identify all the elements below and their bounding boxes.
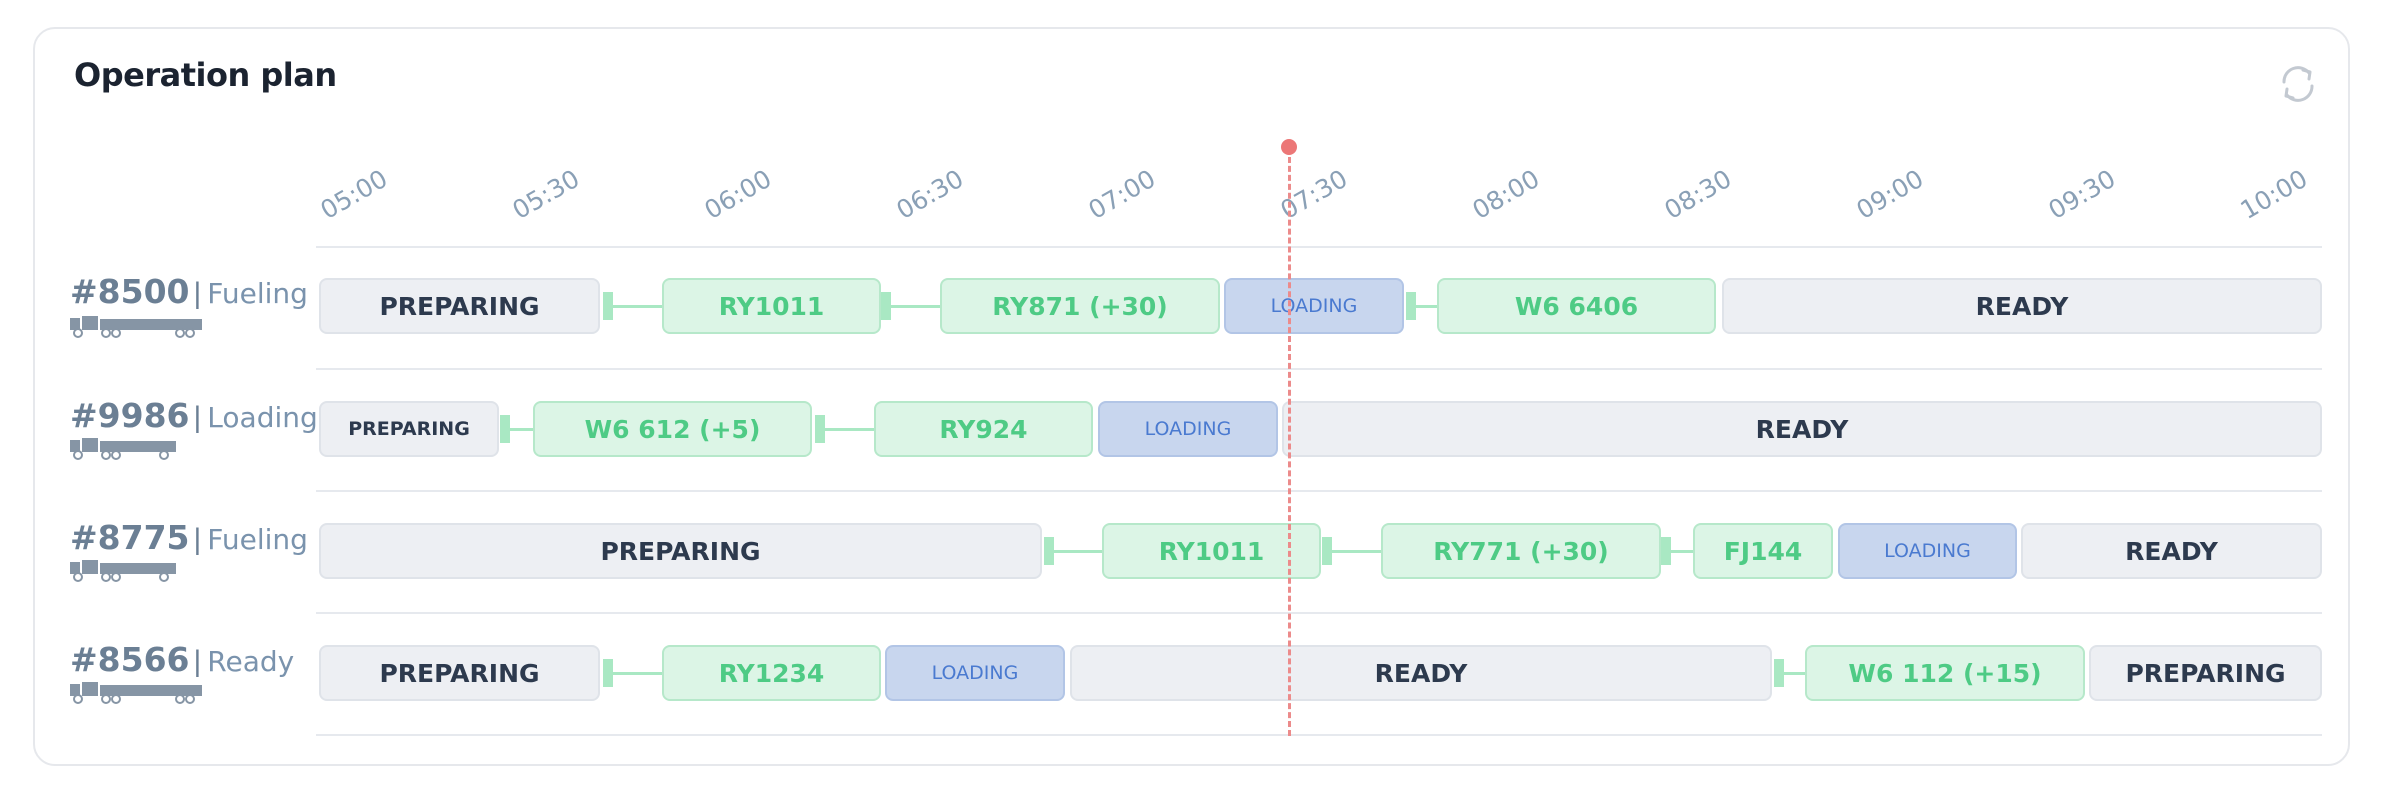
truck-id: #9986: [70, 396, 190, 435]
label-separator: |: [193, 645, 202, 678]
segment-loading[interactable]: LOADING: [1224, 278, 1404, 334]
segment-connector-cap: [1322, 537, 1332, 565]
segment-flight[interactable]: RY924: [874, 401, 1093, 457]
segment-flight[interactable]: FJ144: [1693, 523, 1833, 579]
segment-connector: [1054, 550, 1104, 553]
fuel-truck-icon: [70, 316, 202, 338]
truck-status: Fueling: [207, 523, 308, 556]
segment-connector: [825, 428, 875, 431]
row-divider: [316, 734, 2322, 736]
segment-preparing[interactable]: PREPARING: [319, 278, 600, 334]
fuel-truck-icon: [70, 560, 176, 582]
label-separator: |: [193, 401, 202, 434]
segment-flight[interactable]: RY1011: [662, 278, 881, 334]
row-divider: [316, 368, 2322, 370]
segment-preparing[interactable]: PREPARING: [319, 401, 499, 457]
segment-ready[interactable]: READY: [2021, 523, 2322, 579]
segment-connector: [1784, 672, 1806, 675]
segment-flight[interactable]: RY771 (+30): [1381, 523, 1661, 579]
segment-connector-cap: [603, 292, 613, 320]
segment-preparing[interactable]: PREPARING: [319, 645, 600, 701]
refresh-icon[interactable]: [2272, 58, 2324, 110]
truck-status: Loading: [207, 401, 318, 434]
segment-ready[interactable]: READY: [1070, 645, 1772, 701]
truck-id: #8775: [70, 518, 190, 557]
segment-connector-cap: [815, 415, 825, 443]
segment-flight[interactable]: RY871 (+30): [940, 278, 1220, 334]
row-divider: [316, 490, 2322, 492]
segment-connector-cap: [881, 292, 891, 320]
row-label-8775: #8775|Fueling: [70, 518, 308, 557]
segment-connector: [1671, 550, 1693, 553]
segment-connector-cap: [1406, 292, 1416, 320]
segment-connector-cap: [1661, 537, 1671, 565]
page-title: Operation plan: [74, 56, 337, 94]
segment-connector: [1332, 550, 1382, 553]
current-time-dot: [1281, 139, 1297, 155]
segment-connector: [613, 672, 663, 675]
label-separator: |: [193, 523, 202, 556]
row-divider: [316, 612, 2322, 614]
segment-connector-cap: [500, 415, 510, 443]
segment-loading[interactable]: LOADING: [1098, 401, 1278, 457]
segment-ready[interactable]: READY: [1282, 401, 2322, 457]
segment-connector-cap: [603, 659, 613, 687]
row-label-9986: #9986|Loading: [70, 396, 318, 435]
current-time-line: [1288, 148, 1291, 736]
truck-id: #8500: [70, 272, 190, 311]
segment-connector-cap: [1044, 537, 1054, 565]
segment-loading[interactable]: LOADING: [885, 645, 1065, 701]
truck-status: Fueling: [207, 277, 308, 310]
segment-connector-cap: [1774, 659, 1784, 687]
segment-flight[interactable]: W6 612 (+5): [533, 401, 812, 457]
row-label-8500: #8500|Fueling: [70, 272, 308, 311]
segment-flight[interactable]: W6 6406: [1437, 278, 1716, 334]
segment-preparing[interactable]: PREPARING: [2089, 645, 2322, 701]
segment-preparing[interactable]: PREPARING: [319, 523, 1042, 579]
row-divider: [316, 246, 2322, 248]
operation-plan-card: [33, 27, 2350, 766]
fuel-truck-icon: [70, 682, 202, 704]
segment-ready[interactable]: READY: [1722, 278, 2322, 334]
truck-id: #8566: [70, 640, 190, 679]
segment-flight[interactable]: W6 112 (+15): [1805, 645, 2085, 701]
segment-flight[interactable]: RY1011: [1102, 523, 1321, 579]
segment-connector: [1416, 305, 1438, 308]
segment-connector: [613, 305, 663, 308]
segment-connector: [510, 428, 534, 431]
truck-status: Ready: [207, 645, 295, 678]
label-separator: |: [193, 277, 202, 310]
row-label-8566: #8566|Ready: [70, 640, 294, 679]
fuel-truck-icon: [70, 438, 176, 460]
segment-connector: [891, 305, 941, 308]
segment-loading[interactable]: LOADING: [1838, 523, 2017, 579]
segment-flight[interactable]: RY1234: [662, 645, 881, 701]
